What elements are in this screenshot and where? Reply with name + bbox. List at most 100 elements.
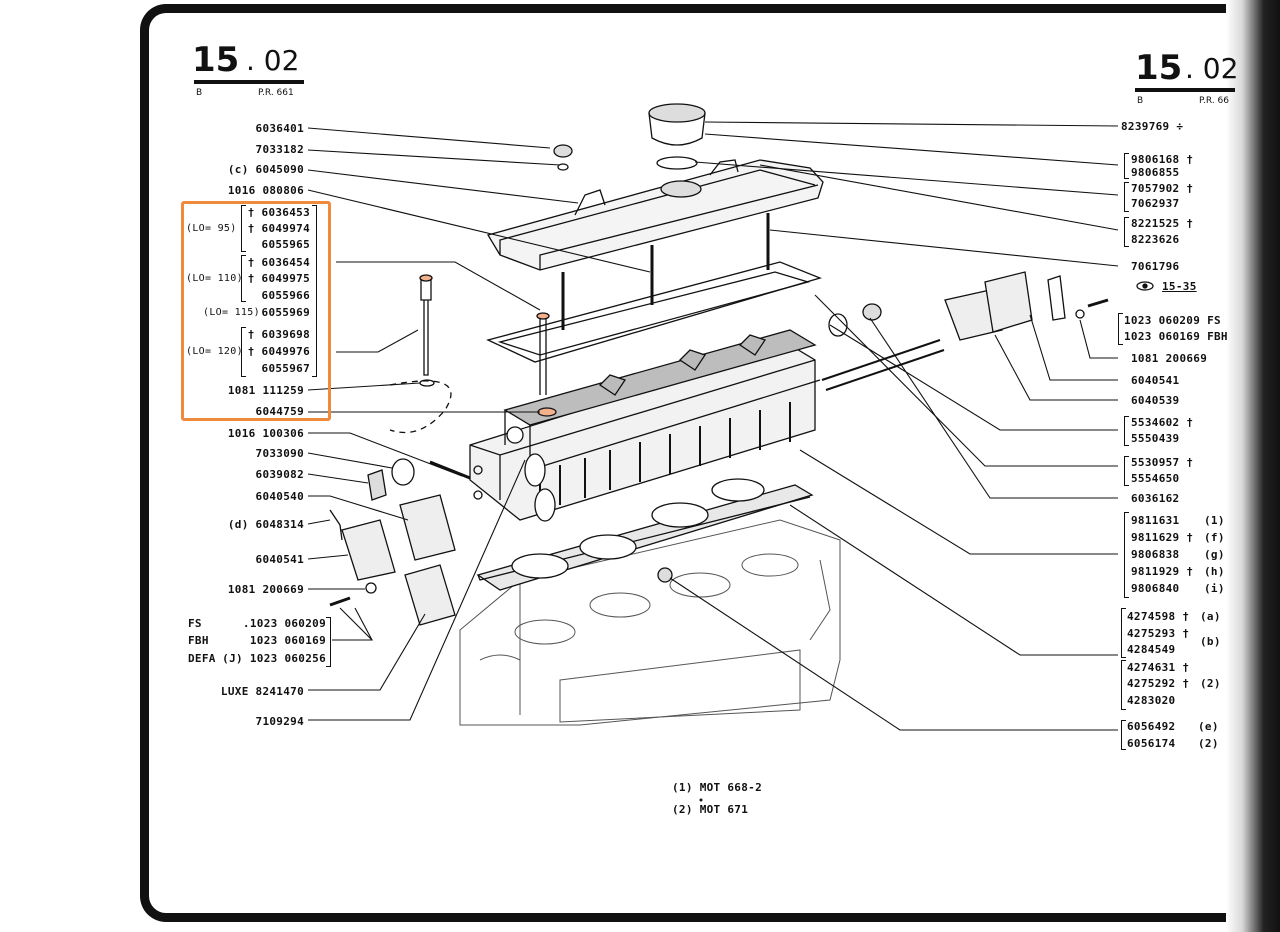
label-7109294: 7109294: [255, 715, 304, 728]
label-7061796: 7061796: [1131, 260, 1180, 273]
note-2b: (2): [1198, 737, 1219, 750]
label-6039698: † 6039698: [247, 328, 310, 341]
cross-ref-15-35[interactable]: 15-35: [1162, 280, 1197, 293]
label-6044759: 6044759: [255, 405, 304, 418]
right-header-rule: [1135, 88, 1235, 92]
head-bolt: [419, 274, 435, 387]
bracket-screws: [326, 617, 331, 667]
variant-defa: DEFA: [188, 652, 216, 665]
label-8241470: LUXE 8241470: [220, 685, 304, 698]
note-g: (g): [1204, 548, 1225, 561]
label-9806840: 9806840: [1131, 582, 1180, 595]
leader-lines: [307, 121, 1119, 731]
right-page-ref: P.R. 66: [1199, 96, 1229, 106]
label-6049974: † 6049974: [247, 222, 310, 235]
right-subsection-number: . 02: [1185, 52, 1239, 85]
label-1081-200669-r: 1081 200669: [1131, 352, 1208, 365]
label-6056174: 6056174: [1127, 737, 1176, 750]
section-number: 15: [192, 40, 240, 80]
cylinder-head: [469, 329, 821, 522]
label-7062937: 7062937: [1131, 197, 1180, 210]
engine-block-outline: [459, 519, 841, 726]
edition-letter: B: [196, 88, 203, 98]
note-2: (2): [1200, 677, 1221, 690]
note-a: (a): [1200, 610, 1221, 623]
page-ref: P.R. 661: [258, 88, 294, 98]
label-4274631: 4274631 †: [1127, 661, 1190, 674]
bracket-r07: [1118, 313, 1123, 345]
bolt-length-115: (LO= 115): [203, 307, 260, 318]
note-h: (h): [1204, 565, 1225, 578]
bracket-r02: [1124, 153, 1129, 179]
label-9811629: 9811629 †: [1131, 531, 1194, 544]
bracket-lo110: [241, 255, 246, 302]
label-6036162: 6036162: [1131, 492, 1180, 505]
bracket-r12: [1124, 456, 1129, 486]
note-b: (b): [1200, 635, 1221, 648]
head-gasket: [476, 478, 814, 591]
label-5534602: 5534602 †: [1131, 416, 1194, 429]
label-5550439: 5550439: [1131, 432, 1180, 445]
footnote-1: (1) MOT 668-2: [672, 781, 762, 794]
highlight-box: [181, 201, 331, 421]
label-8223626: 8223626: [1131, 233, 1180, 246]
label-7033090: 7033090: [255, 447, 304, 460]
bracket-g7: [1121, 660, 1126, 710]
label-4283020: 4283020: [1127, 694, 1176, 707]
label-6036453: † 6036453: [247, 206, 310, 219]
label-6055967: 6055967: [261, 362, 310, 375]
label-1016-100306: 1016 100306: [227, 427, 304, 440]
label-6039082: 6039082: [255, 468, 304, 481]
bolt-length-110: (LO= 110): [186, 273, 243, 284]
page-frame: [140, 4, 1280, 922]
label-5530957: 5530957 †: [1131, 456, 1194, 469]
rocker-cover-gasket: [486, 261, 822, 363]
label-9806838: 9806838: [1131, 548, 1180, 561]
bracket-g6: [1121, 608, 1126, 658]
label-1023-060256: (J) 1023 060256: [222, 652, 326, 665]
scan-edge-shadow: [1226, 0, 1280, 932]
label-5554650: 5554650: [1131, 472, 1180, 485]
variant-fs: FS: [188, 617, 202, 630]
label-6040541-r: 6040541: [1131, 374, 1180, 387]
label-6036401: 6036401: [255, 122, 304, 135]
bolt-length-120: (LO= 120): [186, 346, 243, 357]
oil-filler-cap: [648, 103, 706, 170]
label-6056492: 6056492: [1127, 720, 1176, 733]
label-4274598: 4274598 †: [1127, 610, 1190, 623]
label-1023-060169: 1023 060169: [249, 634, 326, 647]
bracket-lo95: [241, 205, 246, 252]
bolt-length-95: (LO= 95): [186, 223, 237, 234]
label-8221525: 8221525 †: [1131, 217, 1194, 230]
bracket-r03: [1124, 182, 1129, 212]
footnote-2: (2) MOT 671: [672, 803, 749, 816]
label-8239769: 8239769 ÷: [1121, 120, 1184, 133]
label-6040541: 6040541: [255, 553, 304, 566]
label-4275293: 4275293 †: [1127, 627, 1190, 640]
note-1: (1): [1204, 514, 1225, 527]
label-1023-060209: .1023 060209: [242, 617, 326, 630]
variant-fbh: FBH: [188, 634, 209, 647]
bracket-lo120: [241, 327, 246, 377]
right-edition-letter: B: [1137, 96, 1144, 106]
label-4275292: 4275292 †: [1127, 677, 1190, 690]
subsection-number: . 02: [246, 44, 300, 77]
bracket-r04: [1124, 217, 1129, 247]
label-6055969: 6055969: [261, 306, 310, 319]
label-1081-200669: 1081 200669: [227, 583, 304, 596]
label-9806855: 9806855: [1131, 166, 1180, 179]
label-1023-060209-fs: 1023 060209 FS: [1124, 314, 1221, 327]
label-6055965: 6055965: [261, 238, 310, 251]
label-9811929: 9811929 †: [1131, 565, 1194, 578]
label-1023-060169-fbh: 1023 060169 FBH: [1124, 330, 1228, 343]
label-6048314: (d) 6048314: [227, 518, 304, 531]
label-7057902: 7057902 †: [1131, 182, 1194, 195]
label-6040539: 6040539: [1131, 394, 1180, 407]
label-6049976: † 6049976: [247, 345, 310, 358]
label-6055966: 6055966: [261, 289, 310, 302]
label-6040540: 6040540: [255, 490, 304, 503]
rocker-cover: [487, 159, 824, 271]
label-6045090: (c) 6045090: [227, 163, 304, 176]
label-9806168: 9806168 †: [1131, 153, 1194, 166]
